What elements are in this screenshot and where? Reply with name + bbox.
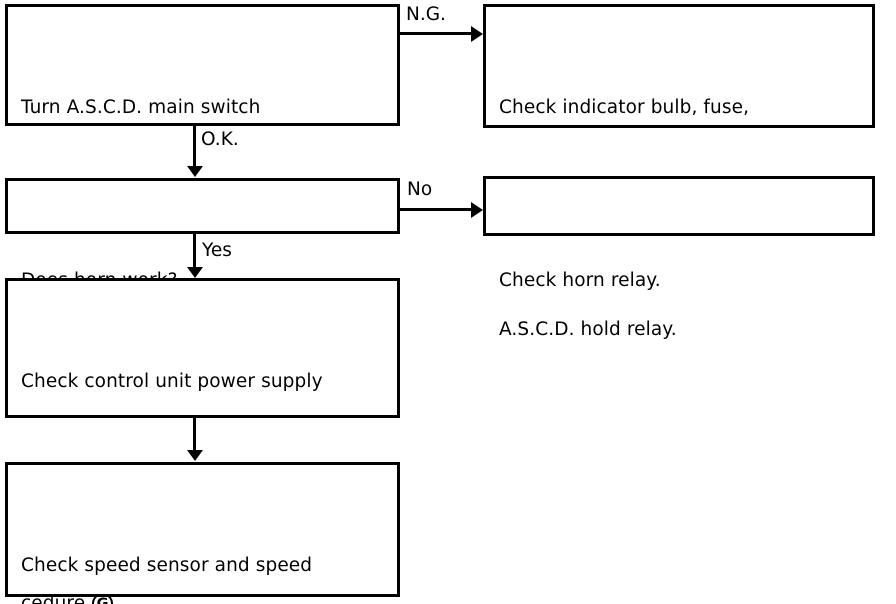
node-text-suffix: . <box>120 593 127 604</box>
node-check-speed-sensor: Check speed sensor and speed sensor circ… <box>5 462 400 597</box>
node-check-control-unit: Check control unit power supply circuit.… <box>5 278 400 604</box>
connector-to-speed-sensor-line <box>193 418 196 452</box>
edge-label-yes: Yes <box>202 240 232 261</box>
connector-ok-arrowhead <box>186 166 203 177</box>
node-text-line: cedure <box>21 593 86 604</box>
connector-ng-arrowhead <box>471 25 483 42</box>
connector-to-speed-sensor-arrowhead <box>186 450 203 461</box>
connector-no-arrowhead <box>471 201 483 218</box>
node-does-horn-work: Does horn work? <box>5 178 400 291</box>
node-text-line: Check control unit power supply <box>21 371 323 392</box>
edge-label-ok: O.K. <box>201 129 239 150</box>
connector-yes-line <box>193 234 196 269</box>
connector-no-line <box>400 208 472 211</box>
node-text-line: Check horn relay. <box>499 270 661 291</box>
node-text-line: Check indicator bulb, fuse, <box>499 97 750 118</box>
node-text-line: Check speed sensor and speed <box>21 555 313 576</box>
node-text-line: A.S.C.D. hold relay. <box>499 319 677 340</box>
connector-yes-arrowhead <box>186 267 203 278</box>
node-check-horn-relay: Check horn relay. <box>483 176 875 291</box>
node-text-line: Turn A.S.C.D. main switch <box>21 97 261 118</box>
edge-label-no: No <box>407 179 433 200</box>
connector-ng-line <box>400 32 472 35</box>
edge-label-ng: N.G. <box>406 4 446 25</box>
connector-ok-line <box>193 126 196 168</box>
node-turn-main-switch: Turn A.S.C.D. main switch ''OFF'' and ''… <box>5 4 400 340</box>
node-check-indicator-bulb: Check indicator bulb, fuse, A.S.C.D. mai… <box>483 4 875 340</box>
